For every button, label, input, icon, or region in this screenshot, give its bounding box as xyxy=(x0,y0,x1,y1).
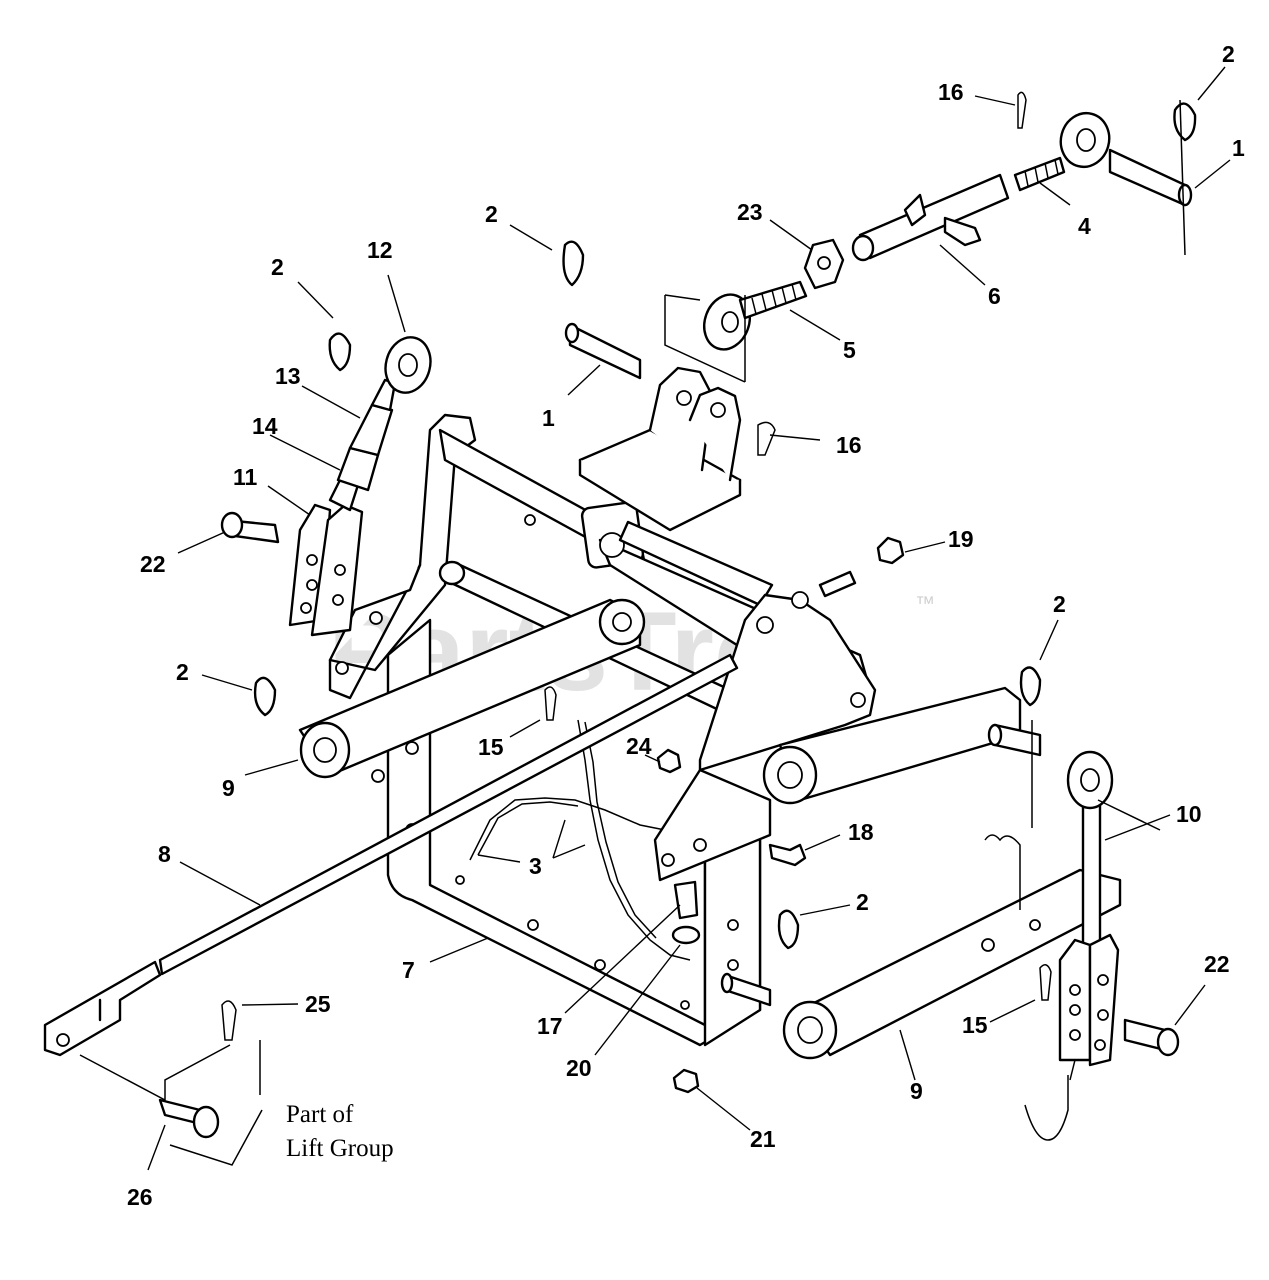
callout-12: 12 xyxy=(367,237,393,263)
top-adjuster xyxy=(564,111,1193,380)
note-line-1: Part of xyxy=(286,1101,354,1128)
callout-25: 25 xyxy=(305,991,331,1017)
callout-2: 2 xyxy=(1053,591,1066,617)
right-lower-link xyxy=(720,868,1122,1060)
callout-8: 8 xyxy=(158,841,171,867)
callout-9: 9 xyxy=(222,775,235,801)
leader-lines xyxy=(79,66,1231,1171)
callout-2: 2 xyxy=(856,889,869,915)
callout-15: 15 xyxy=(962,1012,988,1038)
note-line-2: Lift Group xyxy=(286,1135,394,1162)
callout-2: 2 xyxy=(1222,41,1235,67)
callout-23: 23 xyxy=(737,199,763,225)
callout-2: 2 xyxy=(485,201,498,227)
callout-10: 10 xyxy=(1176,801,1202,827)
right-adjuster xyxy=(1058,750,1180,1067)
callout-2: 2 xyxy=(271,254,284,280)
callout-labels: 2 16 1 23 4 6 2 5 12 2 13 1 16 14 11 19 … xyxy=(127,41,1245,1210)
callout-5: 5 xyxy=(843,337,856,363)
callout-6: 6 xyxy=(988,283,1001,309)
callout-16: 16 xyxy=(836,432,862,458)
callout-11: 11 xyxy=(233,464,258,490)
callout-21: 21 xyxy=(750,1126,776,1152)
callout-18: 18 xyxy=(848,819,874,845)
callout-15: 15 xyxy=(478,734,504,760)
hardware xyxy=(158,91,1197,1141)
note: Part of Lift Group xyxy=(286,1101,394,1162)
callout-26: 26 xyxy=(127,1184,153,1210)
callout-22: 22 xyxy=(1204,951,1230,977)
chain xyxy=(469,719,691,961)
lift-rod xyxy=(43,653,739,1057)
callout-22: 22 xyxy=(140,551,166,577)
watermark-trademark: ™ xyxy=(915,593,935,615)
callout-19: 19 xyxy=(948,526,974,552)
callout-1: 1 xyxy=(1232,135,1245,161)
rocker-arm xyxy=(653,591,877,882)
callout-20: 20 xyxy=(566,1055,592,1081)
callout-16: 16 xyxy=(938,79,964,105)
callout-14: 14 xyxy=(252,413,278,439)
pivot-bracket xyxy=(578,366,742,532)
callout-13: 13 xyxy=(275,363,301,389)
callout-3: 3 xyxy=(529,853,542,879)
callout-4: 4 xyxy=(1078,213,1091,239)
right-upper-link xyxy=(762,686,1042,805)
callout-1: 1 xyxy=(542,405,555,431)
main-bracket xyxy=(371,618,762,1047)
left-lower-link xyxy=(299,721,351,779)
callout-24: 24 xyxy=(626,733,652,759)
callout-2: 2 xyxy=(176,659,189,685)
left-adjuster xyxy=(220,336,432,637)
callout-9: 9 xyxy=(910,1078,923,1104)
callout-17: 17 xyxy=(537,1013,563,1039)
callout-7: 7 xyxy=(402,957,415,983)
